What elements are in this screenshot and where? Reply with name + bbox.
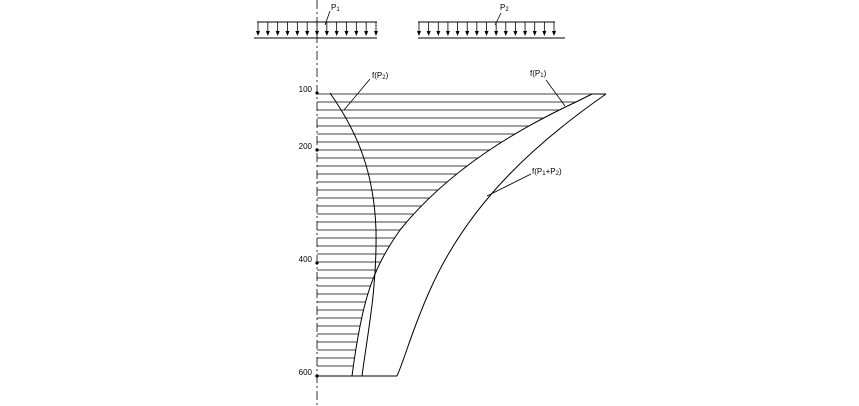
load-p1-arrow-head (334, 31, 339, 36)
f-p2-curve (329, 92, 377, 377)
load-p2-arrow-head (494, 31, 499, 36)
f-p1-p2-label: f(P1+P2) (532, 167, 562, 177)
f-p1-leader (545, 79, 566, 107)
load-p2-arrow-head (465, 31, 470, 36)
load-p1-arrow-head (256, 31, 260, 36)
load-p1-arrow-head (374, 31, 378, 36)
load-p2-arrows (417, 22, 556, 36)
hatched-stress-area (317, 93, 592, 367)
load-p1-arrow-head (354, 31, 359, 36)
load-p1-label: P1 (331, 3, 340, 13)
load-p2-arrow-head (513, 31, 518, 36)
load-p2-arrow-head (523, 31, 528, 36)
load-p2-arrow-head (455, 31, 460, 36)
load-p1-leader (324, 10, 331, 26)
load-p1-arrow-head (285, 31, 290, 36)
load-p1-arrow-head (344, 31, 349, 36)
depth-tick-600: 600 (299, 368, 313, 377)
depth-tick-200: 200 (299, 142, 313, 151)
load-p2-leader (494, 12, 502, 26)
load-p2-arrow-head (436, 31, 441, 36)
load-p2: P2 (417, 3, 565, 39)
load-p1-arrow-head (364, 31, 369, 36)
depth-tick-100: 100 (299, 85, 313, 94)
depth-ticks: 100 200 400 600 (299, 85, 319, 378)
load-p2-arrow-head (484, 31, 489, 36)
depth-tick-dot-100 (315, 91, 319, 95)
f-p2-label: f(P2) (372, 71, 389, 81)
depth-tick-dot-200 (315, 148, 319, 152)
load-p1-arrow-head (315, 31, 319, 36)
depth-tick-dot-600 (315, 374, 319, 378)
load-p1-arrow-head (295, 31, 300, 36)
load-p1: P1 (254, 3, 378, 39)
load-p1-arrow-head (324, 31, 329, 36)
load-p2-arrow-head (532, 31, 537, 36)
f-p2-leader (343, 78, 371, 111)
load-p2-arrow-head (445, 31, 450, 36)
depth-tick-dot-400 (315, 261, 319, 265)
f-p1-p2-leader (486, 173, 532, 197)
load-p1-arrow-head (265, 31, 270, 36)
load-p2-arrow-head (474, 31, 479, 36)
f-p1-label: f(P1) (530, 69, 547, 79)
load-p1-arrows (256, 22, 378, 36)
load-p1-arrow-head (275, 31, 280, 36)
load-p1-arrow-head (305, 31, 310, 36)
f-p1-p2-curve (396, 93, 607, 377)
f-p1-curve (351, 93, 593, 377)
load-p2-arrow-head (552, 31, 556, 36)
load-p2-arrow-head (417, 31, 421, 36)
load-p2-label: P2 (500, 3, 509, 13)
load-p2-arrow-head (426, 31, 431, 36)
load-p2-arrow-head (542, 31, 547, 36)
load-p2-arrow-head (503, 31, 508, 36)
depth-tick-400: 400 (299, 255, 313, 264)
